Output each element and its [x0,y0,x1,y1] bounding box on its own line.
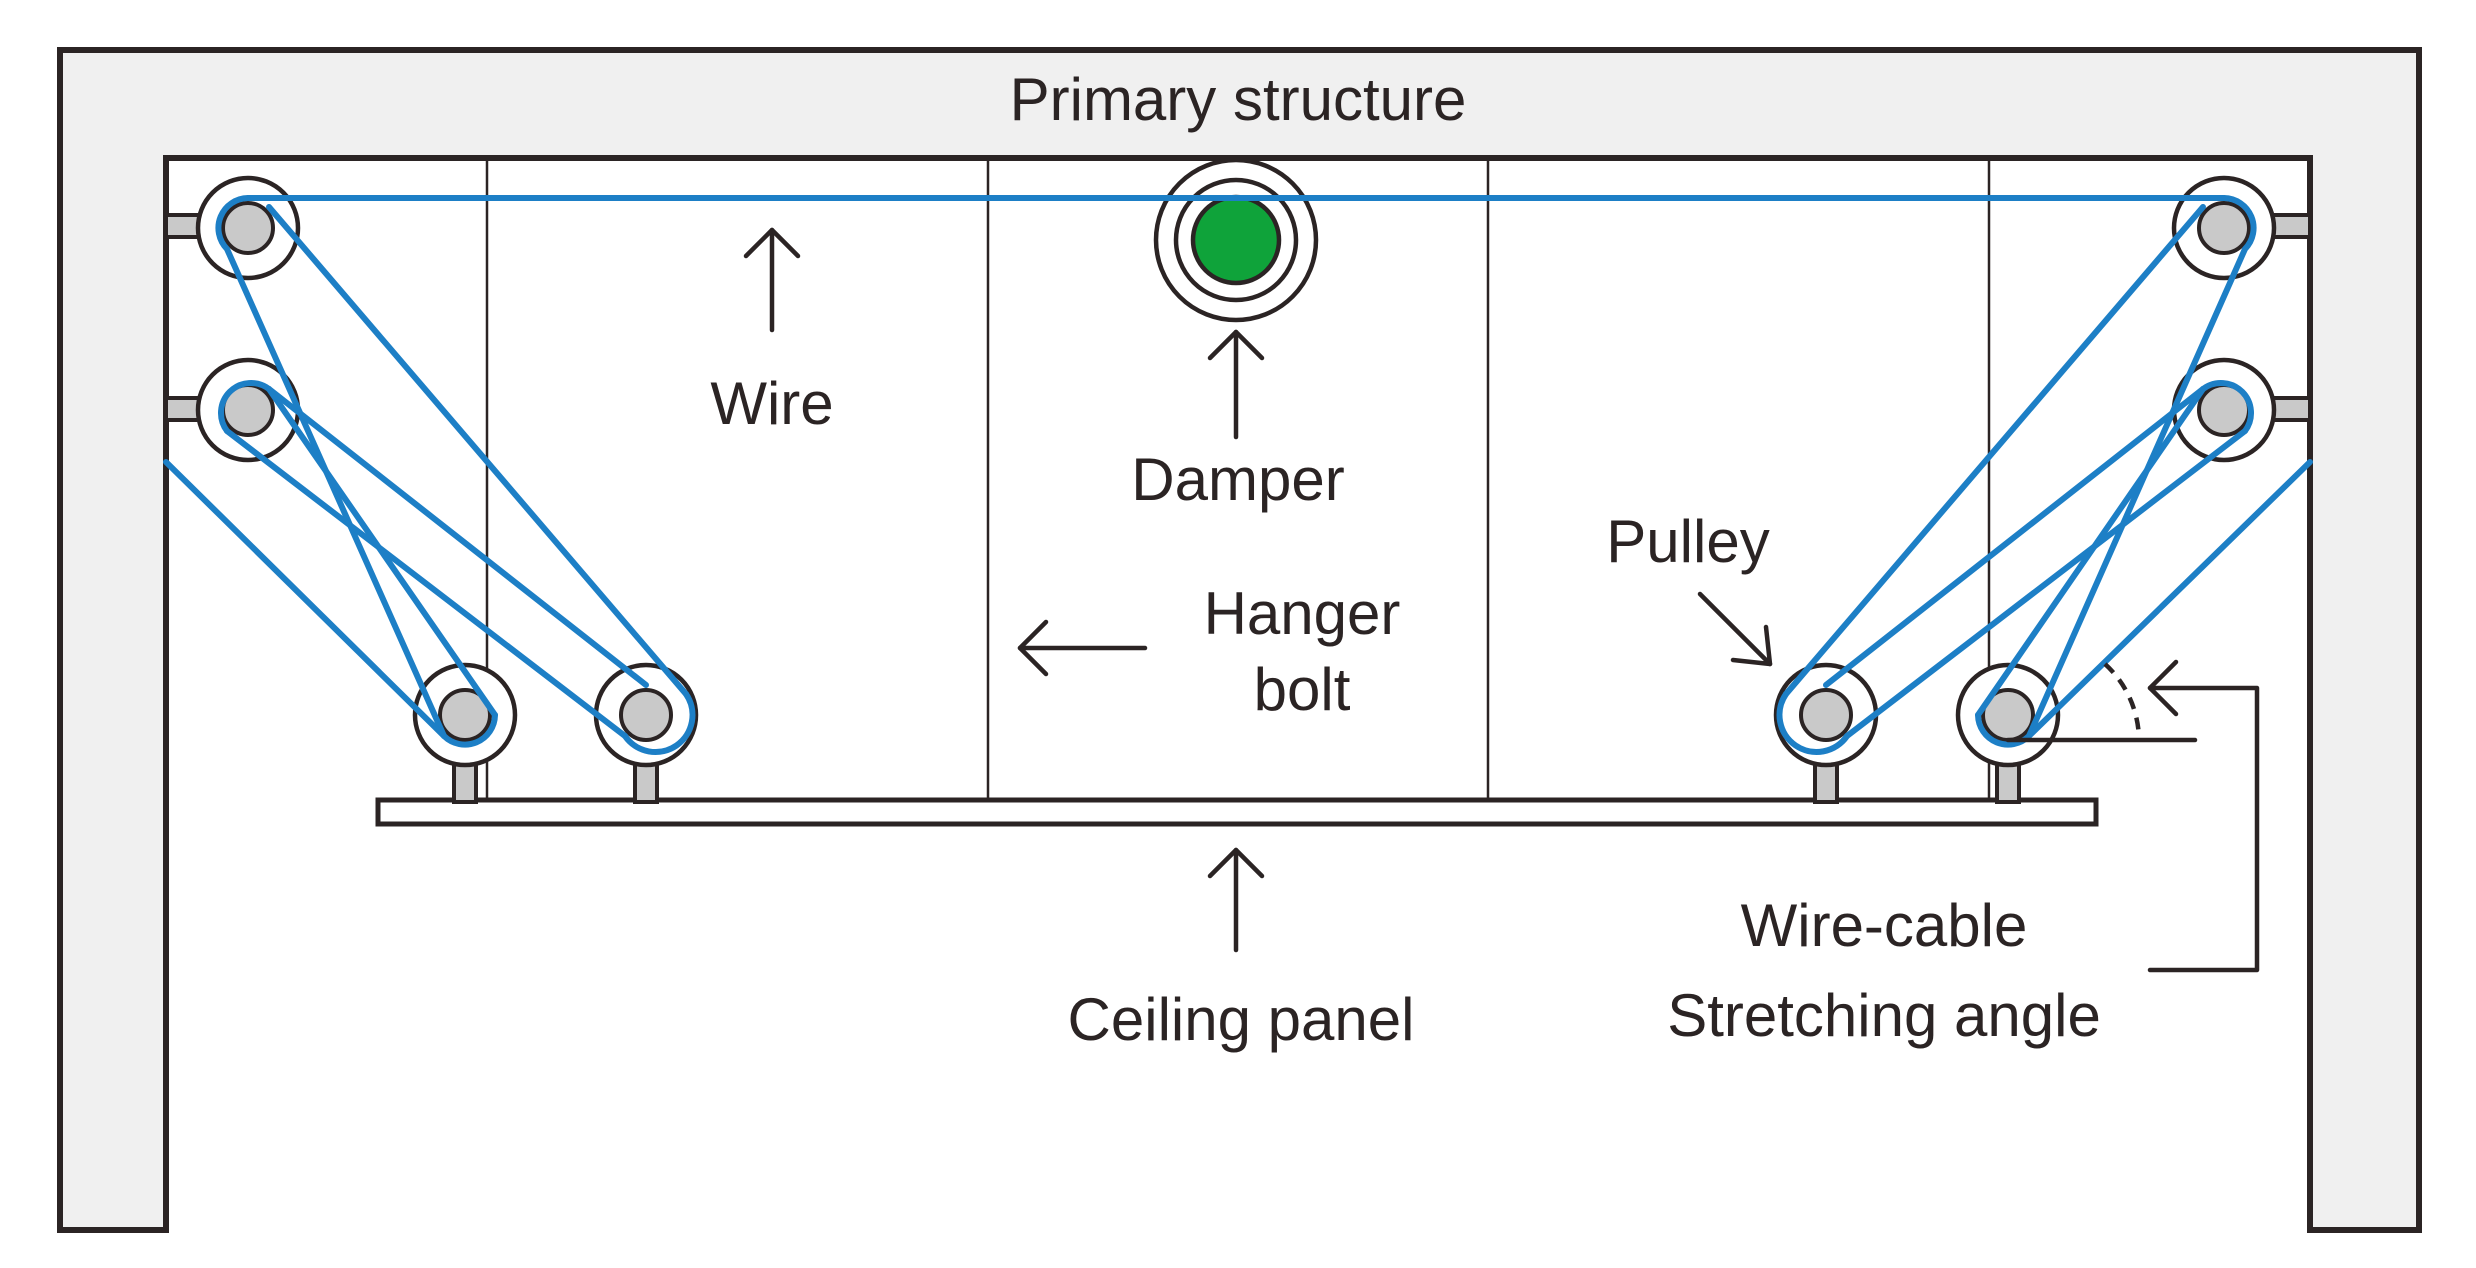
stretching-angle-label-line1: Wire-cable [1741,892,2028,959]
pulley-icon [195,175,301,281]
wire-segment [218,380,272,434]
pulley-icon [593,662,699,768]
wire-segment [1844,428,2248,739]
panel-brackets [452,748,2021,804]
wire-segment [163,459,447,739]
pulley-label: Pulley [1606,508,1769,575]
stretching-angle-label-line2: Stretching angle [1667,982,2101,1049]
wire-segment [215,195,447,739]
pulley-icon [412,662,518,768]
ceiling-panel-label: Ceiling panel [1068,986,1415,1053]
damper-icon [1153,157,1319,323]
stretching-angle-marker [2005,662,2198,743]
hanger-bolt-label-line1: Hanger [1204,580,1401,647]
wire-segment [2026,195,2257,739]
damper-label: Damper [1131,446,1344,513]
wire-segment [2200,380,2254,434]
primary-structure-frame [57,47,2422,1233]
arrow-icon [1207,329,1265,440]
wire-segment [266,386,498,718]
arrow-icon [1017,619,1148,677]
arrow-icon [1207,847,1265,953]
wire-segment [1783,204,2206,697]
wire-segment [1823,386,2206,688]
wire-segment [622,691,696,756]
ceiling-panel [375,797,2099,827]
wire-cable [163,195,2313,756]
arrow-icon [1697,591,1773,667]
pulley-icon [1955,662,2061,768]
pulleys [195,175,2277,768]
wire-segment [1776,691,1850,756]
wire-segment [266,386,649,688]
arrows [743,227,2260,973]
wire-segment [441,712,498,748]
arrow-icon [2147,659,2260,973]
hanger-bolt-label-line2: bolt [1254,656,1351,723]
arrow-icon [743,227,801,333]
angle-arc [2103,662,2142,741]
wire-segment [1975,386,2206,718]
wire-segment [2026,459,2313,739]
wire-segment [224,428,628,739]
wire-label: Wire [710,370,833,437]
primary-structure-label: Primary structure [1010,66,1467,133]
wire-segment [266,204,689,697]
pulley-icon [2171,175,2277,281]
